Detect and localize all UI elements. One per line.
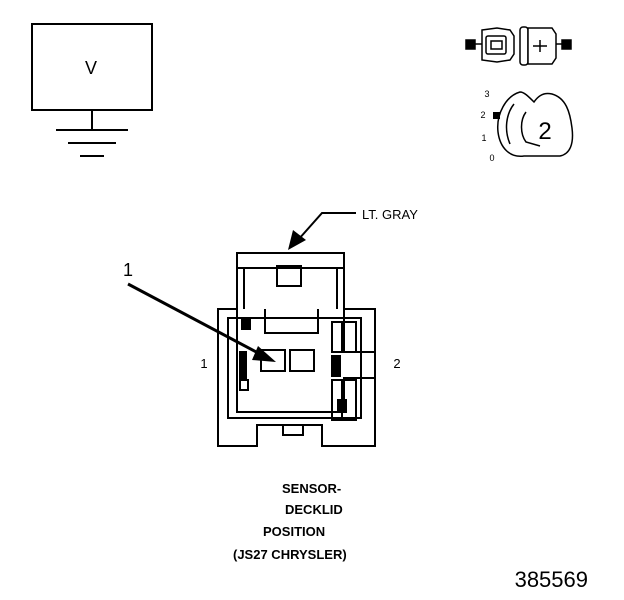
terminal-callout: 1: [123, 260, 276, 362]
connector-end-view-icon: 3 2 1 0 2: [480, 89, 574, 163]
color-callout: LT. GRAY: [288, 207, 418, 250]
caption-line-3: POSITION: [263, 524, 325, 539]
voltmeter-symbol: V: [31, 23, 153, 157]
pin-label-left: 1: [200, 356, 207, 371]
caption-line-4: (JS27 CHRYSLER): [233, 547, 347, 562]
scale-label-2: 2: [480, 110, 485, 120]
color-label: LT. GRAY: [362, 207, 418, 222]
connector-tab-number: 2: [538, 118, 551, 145]
pin-label-right: 2: [393, 356, 400, 371]
scale-label-1: 1: [481, 133, 486, 143]
arrow-icon: [288, 230, 306, 250]
terminal-cavity-right: [289, 349, 315, 372]
figure-number: 385569: [515, 567, 588, 592]
callout-arrow-icon: [252, 346, 276, 362]
caption-line-2: DECKLID: [285, 502, 343, 517]
scale-label-0: 0: [489, 153, 494, 163]
ground-icon: [56, 110, 128, 157]
connector-face: [217, 252, 376, 447]
callout-number: 1: [123, 260, 133, 280]
connector-caption: SENSOR- DECKLID POSITION (JS27 CHRYSLER): [233, 481, 347, 562]
connector-side-view-icon: [465, 26, 572, 66]
scale-label-3: 3: [484, 89, 489, 99]
caption-line-1: SENSOR-: [282, 481, 341, 496]
voltmeter-label: V: [85, 58, 97, 78]
indicator-mark: [493, 112, 500, 119]
